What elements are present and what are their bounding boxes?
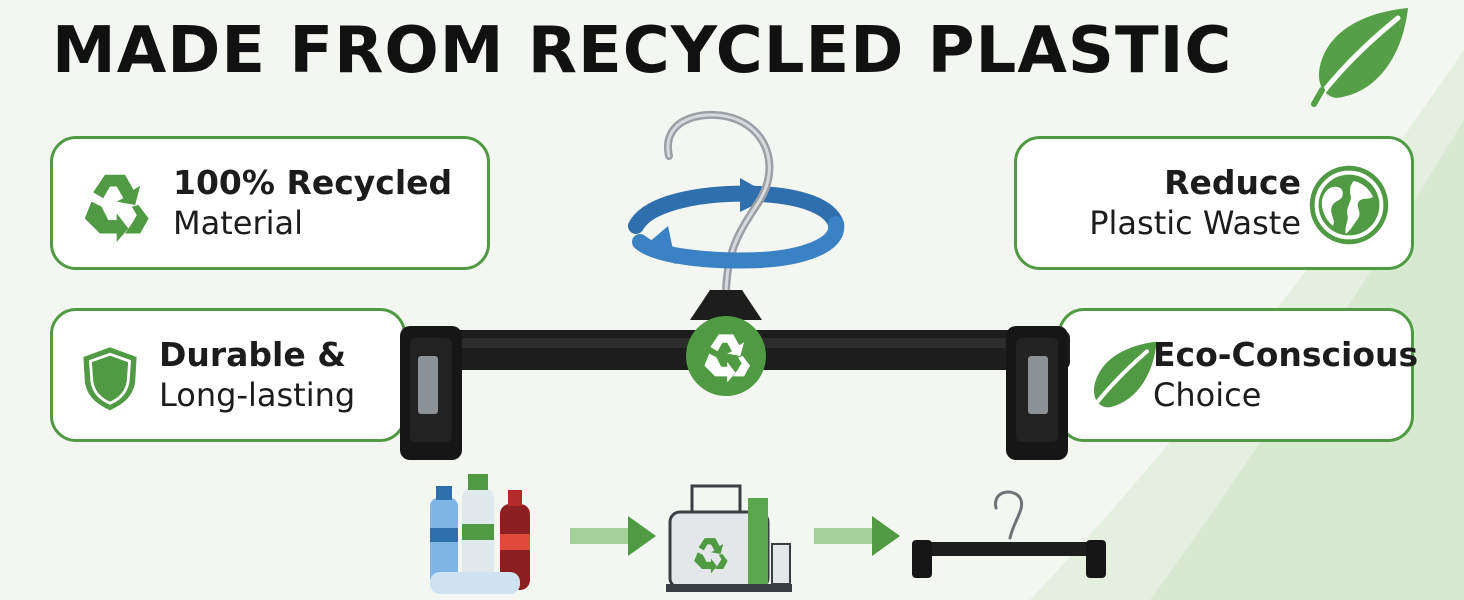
- globe-icon: [1309, 165, 1389, 245]
- hanger-illustration: [400, 110, 1070, 460]
- feature-card-reduce: Reduce Plastic Waste: [1014, 136, 1414, 270]
- feature-subtitle: Plastic Waste: [1089, 204, 1301, 242]
- leaf-icon: [1087, 341, 1157, 415]
- feature-title: 100% Recycled: [173, 163, 453, 202]
- rotate-swirl-icon: [628, 178, 844, 234]
- feature-card-recycled: 100% Recycled Material: [50, 136, 490, 270]
- recycle-icon: [84, 174, 149, 242]
- feature-subtitle: Choice: [1153, 376, 1262, 414]
- recycling-factory-icon: [666, 484, 792, 592]
- headline: MADE FROM RECYCLED PLASTIC: [52, 14, 1233, 88]
- leaf-icon: [1311, 8, 1408, 107]
- feature-title: Durable &: [159, 335, 347, 374]
- feature-title: Eco-Conscious: [1153, 335, 1419, 374]
- feature-card-eco: Eco-Conscious Choice: [1058, 308, 1418, 442]
- feature-title: Reduce: [1164, 163, 1301, 202]
- recycle-badge-icon: [686, 316, 766, 396]
- hanger-icon: [912, 490, 1106, 578]
- plastic-bottles-icon: [430, 474, 530, 594]
- feature-subtitle: Material: [173, 204, 303, 242]
- feature-subtitle: Long-lasting: [159, 376, 356, 414]
- arrow-right-icon: [814, 516, 900, 556]
- arrow-right-icon: [570, 516, 656, 556]
- feature-card-durable: Durable & Long-lasting: [50, 308, 406, 442]
- recycling-process: [430, 474, 1106, 594]
- shield-icon: [83, 347, 137, 411]
